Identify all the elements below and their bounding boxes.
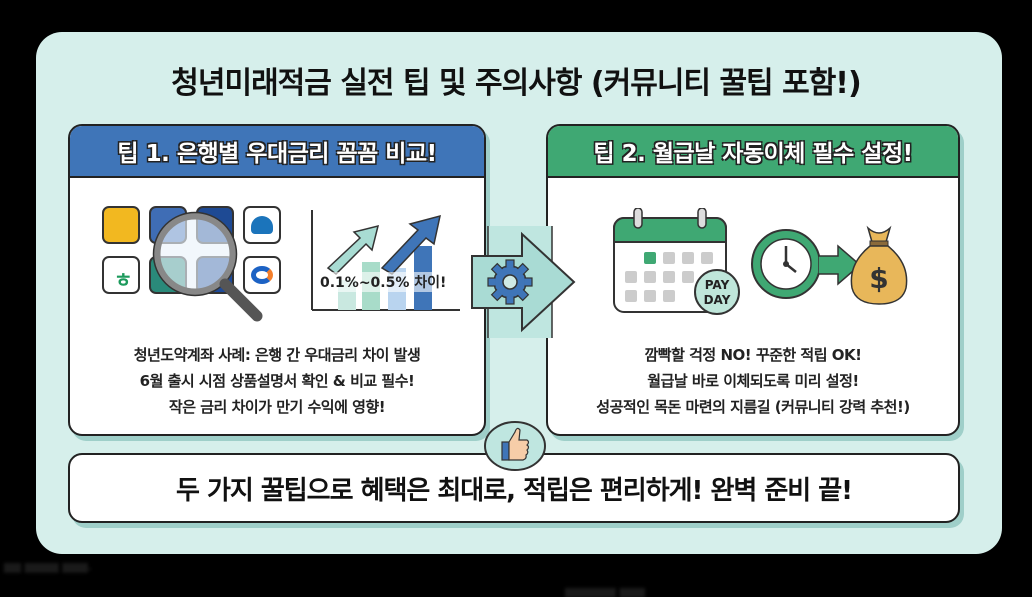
tip2-line-3: 성공적인 목돈 마련의 지름길 (커뮤니티 강력 추천!): [596, 398, 910, 416]
tip2-line-1: 깜빡할 걱정 NO! 꾸준한 적립 OK!: [644, 346, 862, 364]
payday-badge: PAY DAY: [694, 269, 740, 315]
tip1-card: 팁 1. 은행별 우대금리 꼼꼼 비교! ㅎ 0.1%~0.5% 차이! 청년: [68, 124, 486, 436]
tip1-line-3: 작은 금리 차이가 만기 수익에 영향!: [168, 398, 386, 416]
money-bag-icon: $: [850, 225, 908, 305]
clock-icon: [751, 229, 821, 299]
tip1-description: 청년도약계좌 사례: 은행 간 우대금리 차이 발생 6월 출시 시점 상품설명…: [70, 342, 484, 420]
page-title: 청년미래적금 실전 팁 및 주의사항 (커뮤니티 꿀팁 포함!): [171, 66, 861, 101]
tip2-line-2: 월급날 바로 이체되도록 미리 설정!: [647, 372, 859, 390]
tip2-header: 팁 2. 월급날 자동이체 필수 설정!: [548, 126, 958, 178]
arrow-right-icon: [818, 244, 862, 286]
tip2-description: 깜빡할 걱정 NO! 꾸준한 적립 OK! 월급날 바로 이체되도록 미리 설정…: [548, 342, 958, 420]
thumbs-up-icon: [484, 421, 546, 471]
magnifier-icon: [152, 211, 263, 322]
tip1-header: 팁 1. 은행별 우대금리 꼼꼼 비교!: [70, 126, 484, 178]
tip2-card: 팁 2. 월급날 자동이체 필수 설정! PAY DAY $: [546, 124, 960, 436]
tip1-line-2: 6월 출시 시점 상품설명서 확인 & 비교 필수!: [139, 372, 415, 390]
svg-text:$: $: [869, 262, 888, 295]
bar-chart-icon: [311, 210, 460, 311]
background-text: ▆▆▆▆▆▆ ▆▆▆: [565, 585, 645, 597]
background-text: ▆▆ ▆▆▆▆ ▆▆▆.: [4, 560, 92, 573]
gear-arrow-icon: [471, 226, 576, 338]
tip1-line-1: 청년도약계좌 사례: 은행 간 우대금리 차이 발생: [133, 346, 421, 364]
summary-text: 두 가지 꿀팁으로 혜택은 최대로, 적립은 편리하게! 완벽 준비 끝!: [175, 475, 853, 506]
rate-difference-label: 0.1%~0.5% 차이!: [320, 272, 447, 292]
